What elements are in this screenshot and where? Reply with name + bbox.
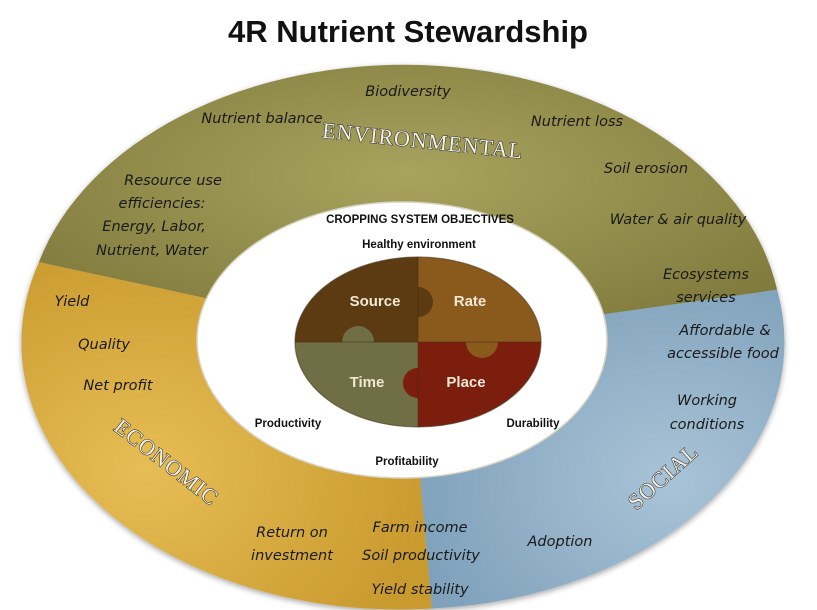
puzzle-place-label: Place [446,374,485,391]
ecosystems-line-1: Ecosystems [663,267,749,283]
biodiversity-text: Biodiversity [365,84,451,100]
environmental-items: Biodiversity Nutrient balance Nutrient l… [96,84,747,259]
working-line-2: conditions [670,417,745,433]
nutrient-loss-text: Nutrient loss [531,114,624,130]
soil-productivity-text: Soil productivity [362,548,480,564]
cropping-heading: CROPPING SYSTEM OBJECTIVES [326,214,514,226]
affordable-line-2: accessible food [667,346,779,362]
resource-use-line-4: Nutrient, Water [96,243,209,259]
return-on-line-1: Return on [256,525,328,541]
water-air-quality-text: Water & air quality [610,212,747,228]
net-profit-text: Net profit [83,378,153,394]
working-line-1: Working [677,393,737,409]
cropping-objectives: CROPPING SYSTEM OBJECTIVES Healthy envir… [255,214,560,468]
profitability-text: Profitability [375,456,439,468]
yield-text: Yield [55,294,91,310]
affordable-line-1: Affordable & [678,323,770,339]
diagram-title: 4R Nutrient Stewardship [228,14,588,49]
puzzle-rate-label: Rate [454,293,487,310]
quality-text: Quality [78,337,130,353]
resource-use-line-1: Resource use [124,173,222,189]
durability-text: Durability [506,418,560,430]
return-on-line-2: investment [251,548,334,564]
resource-use-line-3: Energy, Labor, [102,219,205,235]
productivity-text: Productivity [255,418,322,430]
farm-income-text: Farm income [372,520,467,536]
yield-stability-text: Yield stability [371,582,468,598]
resource-use-line-2: efficiencies: [119,196,206,212]
soil-erosion-text: Soil erosion [604,161,688,177]
healthy-environment-text: Healthy environment [362,239,476,251]
economic-items: Yield Quality Net profit Return on inves… [55,294,481,598]
ecosystems-line-2: services [676,290,736,306]
puzzle-source-label: Source [350,293,401,310]
social-items: Ecosystems services Affordable & accessi… [527,267,780,550]
adoption-text: Adoption [527,534,593,550]
nutrient-balance-text: Nutrient balance [201,111,322,127]
puzzle-time-label: Time [350,374,385,391]
